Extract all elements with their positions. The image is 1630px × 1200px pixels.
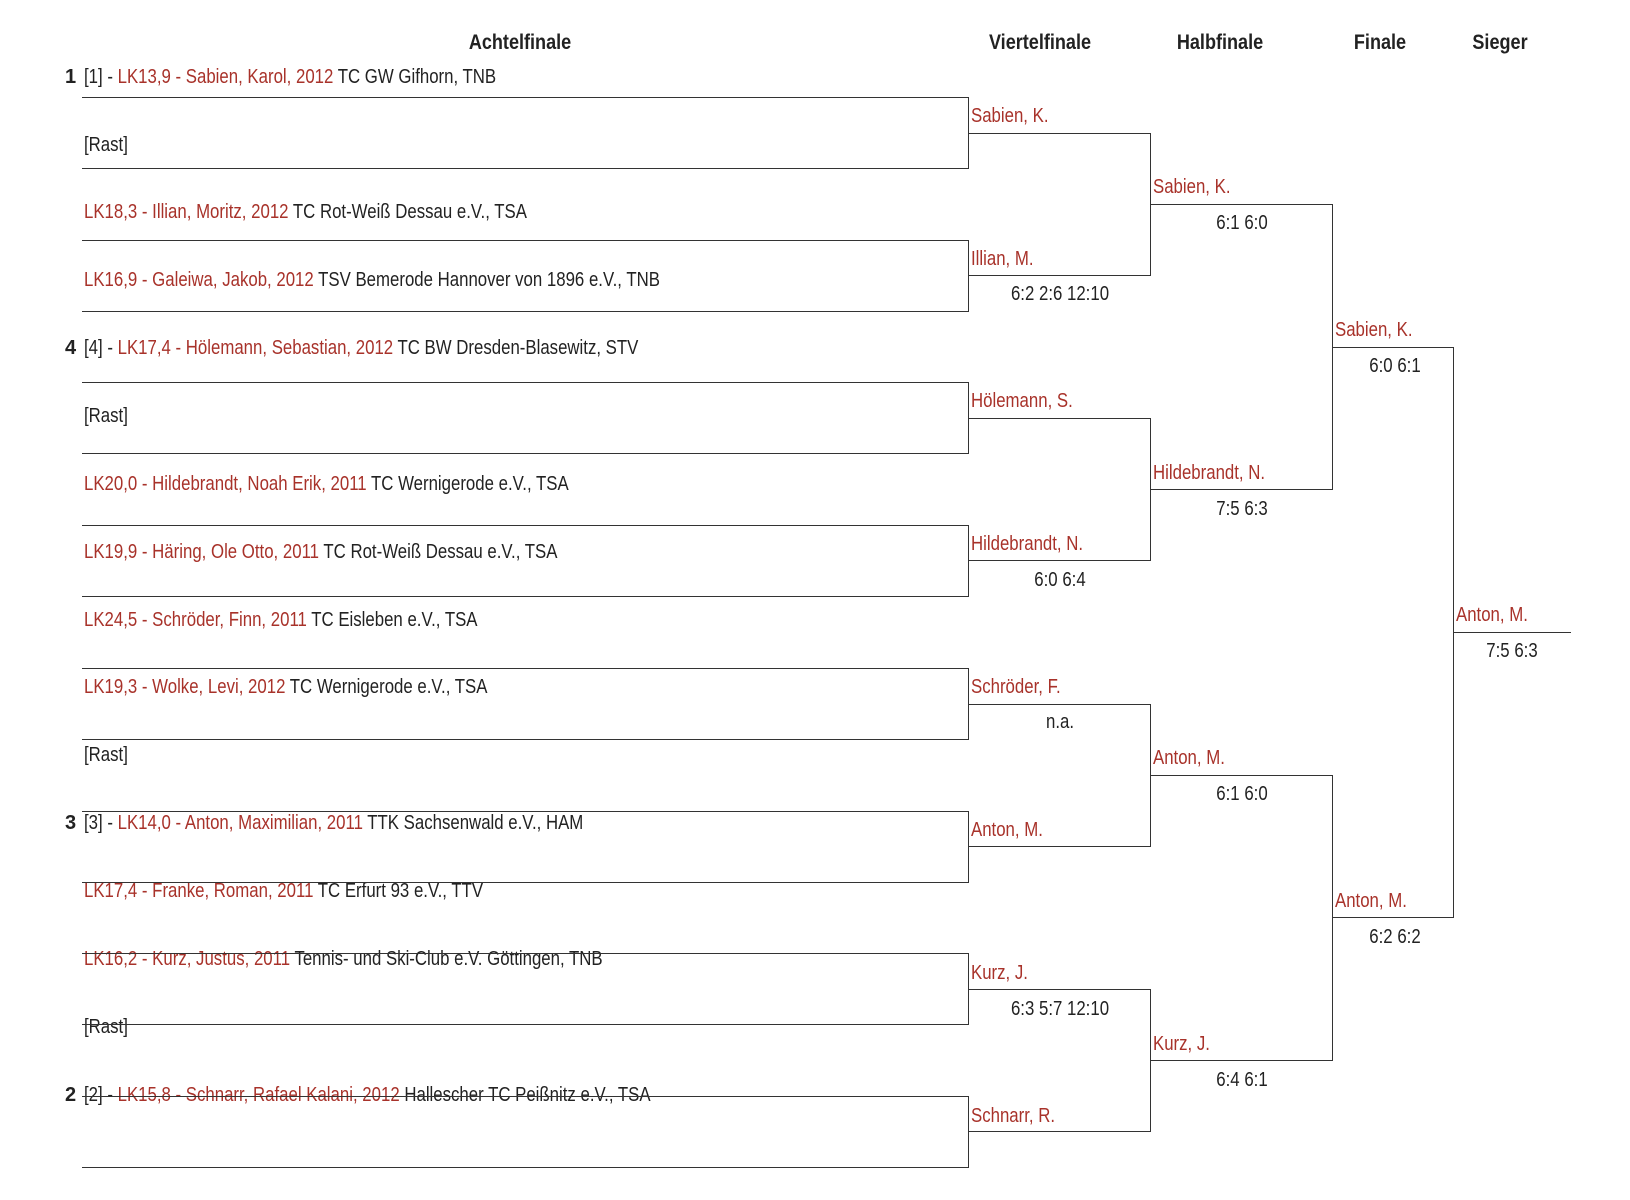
club-name: TC Wernigerode e.V., TSA [366,473,569,495]
bracket-line [1151,775,1333,1061]
player-name[interactable]: LK20,0 - Hildebrandt, Noah Erik, 2011 [84,473,367,495]
bracket-line [82,525,969,597]
bracket-line [969,989,1151,1132]
sf-player-name[interactable]: Anton, M. [1153,747,1225,769]
bracket-line [1333,347,1454,918]
club-name: TSV Bemerode Hannover von 1896 e.V., TNB [313,269,660,291]
seed-number: 1 [65,66,77,88]
bracket-line [1454,632,1571,633]
player-name[interactable]: LK24,5 - Schröder, Finn, 2011 [84,609,307,631]
header-quarterfinal: Viertelfinale [988,31,1092,54]
seed-number: 4 [65,337,77,359]
club-name: TC Eisleben e.V., TSA [306,609,478,631]
match-score: 6:4 6:1 [1216,1069,1268,1091]
sf-player-name[interactable]: Sabien, K. [1153,176,1231,198]
final-player-name[interactable]: Anton, M. [1335,890,1407,912]
match-score: 6:1 6:0 [1216,783,1268,805]
qf-player-name[interactable]: Schnarr, R. [971,1105,1056,1127]
header-round-of-16: Achtelfinale [468,31,572,54]
winner-name[interactable]: Anton, M. [1456,604,1528,626]
player-name[interactable]: LK19,3 - Wolke, Levi, 2012 [84,676,286,698]
seed-number: 2 [65,1084,77,1106]
bracket-line [82,97,969,169]
qf-player-name[interactable]: Hildebrandt, N. [971,533,1084,555]
match-score: n.a. [1045,711,1075,733]
bye-label: [Rast] [84,744,128,766]
bracket-line [82,811,969,883]
club-name: TTK Sachsenwald e.V., HAM [362,812,584,834]
club-name: TC Wernigerode e.V., TSA [285,676,488,698]
match-score: 6:3 5:7 12:10 [1010,998,1110,1020]
seed-number: 3 [65,812,77,834]
bye-label: [Rast] [84,405,128,427]
bracket-line [82,240,969,312]
club-name: TC GW Gifhorn, TNB [333,66,497,88]
seed-prefix: [2] - [84,1084,118,1106]
match-score: 7:5 6:3 [1216,498,1268,520]
bye-label: [Rast] [84,134,128,156]
header-semifinal: Halbfinale [1176,31,1264,54]
player-name[interactable]: LK19,9 - Häring, Ole Otto, 2011 [84,541,320,563]
club-name: TC Rot-Weiß Dessau e.V., TSA [319,541,558,563]
match-score: 6:0 6:4 [1034,569,1086,591]
player-name[interactable]: LK17,4 - Hölemann, Sebastian, 2012 [117,337,394,359]
qf-player-name[interactable]: Hölemann, S. [971,390,1073,412]
sf-player-name[interactable]: Hildebrandt, N. [1153,462,1266,484]
bye-label: [Rast] [84,1016,128,1038]
final-player-name[interactable]: Sabien, K. [1335,319,1413,341]
club-name: TC Erfurt 93 e.V., TTV [313,880,484,902]
club-name: TC BW Dresden-Blasewitz, STV [393,337,639,359]
club-name: Hallescher TC Peißnitz e.V., TSA [399,1084,651,1106]
qf-player-name[interactable]: Schröder, F. [971,676,1061,698]
qf-player-name[interactable]: Anton, M. [971,819,1043,841]
bracket-line [1151,204,1333,490]
bracket-line [82,382,969,454]
bracket-line [969,133,1151,276]
qf-player-name[interactable]: Illian, M. [971,248,1034,270]
match-score: 6:2 6:2 [1369,926,1421,948]
bracket-line [82,1096,969,1168]
qf-player-name[interactable]: Kurz, J. [971,962,1028,984]
player-name[interactable]: LK17,4 - Franke, Roman, 2011 [84,880,314,902]
player-name[interactable]: LK18,3 - Illian, Moritz, 2012 [84,201,289,223]
bracket-line [82,953,969,1025]
bracket-line [969,704,1151,847]
bracket-line [969,418,1151,561]
seed-prefix: [1] - [84,66,118,88]
seed-prefix: [3] - [84,812,118,834]
match-score: 6:0 6:1 [1369,355,1421,377]
player-name[interactable]: LK16,9 - Galeiwa, Jakob, 2012 [84,269,314,291]
sf-player-name[interactable]: Kurz, J. [1153,1033,1210,1055]
match-score: 6:2 2:6 12:10 [1010,283,1110,305]
match-score: 6:1 6:0 [1216,212,1268,234]
player-name[interactable]: LK14,0 - Anton, Maximilian, 2011 [117,812,363,834]
player-name[interactable]: LK15,8 - Schnarr, Rafael Kalani, 2012 [117,1084,400,1106]
qf-player-name[interactable]: Sabien, K. [971,105,1049,127]
header-winner: Sieger [1472,31,1528,54]
winner-score: 7:5 6:3 [1486,640,1538,662]
club-name: TC Rot-Weiß Dessau e.V., TSA [288,201,527,223]
player-name[interactable]: LK13,9 - Sabien, Karol, 2012 [117,66,334,88]
seed-prefix: [4] - [84,337,118,359]
header-final: Finale [1353,31,1407,54]
bracket-line [82,668,969,740]
